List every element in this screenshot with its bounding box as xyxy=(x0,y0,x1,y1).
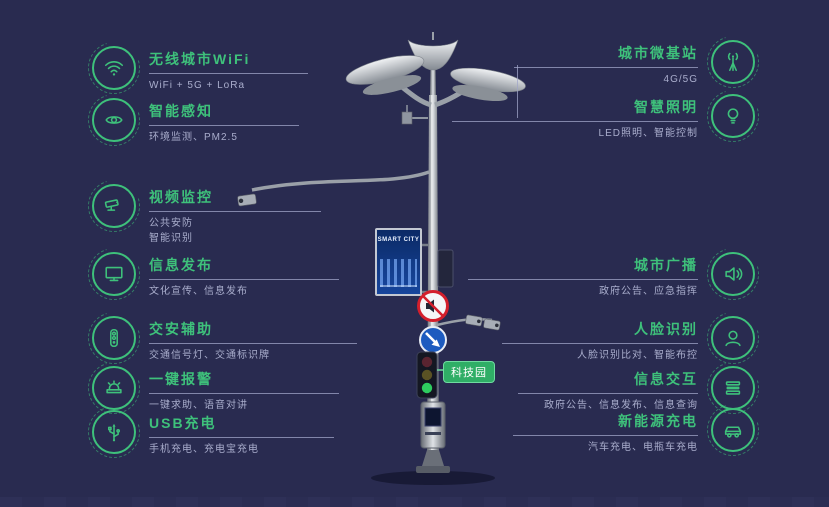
direction-sign xyxy=(419,326,447,354)
feature-micro-base-station: 城市微基站 4G/5G xyxy=(514,40,755,87)
street-pole-illustration xyxy=(237,32,526,485)
feature-city-broadcast: 城市广播 政府公告、应急指挥 xyxy=(468,252,755,299)
feature-subtitle: 交通信号灯、交通标识牌 xyxy=(149,350,270,361)
wifi-icon xyxy=(92,46,136,90)
feature-title: 城市广播 xyxy=(634,257,698,273)
feature-info-interaction: 信息交互 政府公告、信息发布、信息查询 xyxy=(518,366,755,413)
tech-park-badge: 科技园 xyxy=(443,361,495,383)
feature-subtitle: 人脸识别比对、智能布控 xyxy=(577,350,698,361)
feature-subtitle: 公共安防 xyxy=(149,218,193,229)
face-camera-2 xyxy=(483,318,501,331)
traffic-light-icon xyxy=(92,316,136,360)
feature-title: 一键报警 xyxy=(149,371,213,387)
face-camera-1 xyxy=(465,314,483,327)
ground-shadow xyxy=(371,471,495,485)
feature-title: 城市微基站 xyxy=(618,45,698,61)
cctv-arm xyxy=(251,170,430,192)
usb-icon xyxy=(92,410,136,454)
traffic-light xyxy=(416,351,438,399)
feature-title: 交安辅助 xyxy=(149,321,213,337)
display-screen: SMART CITY xyxy=(375,228,422,296)
feature-title: 视频监控 xyxy=(149,189,213,205)
sensor-icon xyxy=(92,98,136,142)
feature-title: 智能感知 xyxy=(149,103,213,119)
feature-one-key-alarm: 一键报警 一键求助、语音对讲 xyxy=(92,366,339,413)
feature-subtitle: WiFi + 5G + LoRa xyxy=(149,80,246,91)
feature-usb-charging: USB充电 手机充电、充电宝充电 xyxy=(92,410,334,457)
screen-icon xyxy=(92,252,136,296)
screen-skyline-graphic xyxy=(380,259,417,287)
feature-title: 智慧照明 xyxy=(634,99,698,115)
feature-title: 信息发布 xyxy=(149,257,213,273)
feature-title: 人脸识别 xyxy=(634,321,698,337)
connector-line xyxy=(517,65,518,118)
charging-station xyxy=(420,401,446,449)
cctv-camera xyxy=(237,193,257,207)
feature-city-wifi: 无线城市WiFi WiFi + 5G + LoRa xyxy=(92,46,308,93)
feature-subtitle: 政府公告、信息发布、信息查询 xyxy=(544,400,698,411)
feature-smart-lighting: 智慧照明 LED照明、智能控制 xyxy=(452,94,755,141)
face-icon xyxy=(711,316,755,360)
feature-subtitle: 政府公告、应急指挥 xyxy=(599,286,698,297)
antenna-icon xyxy=(711,40,755,84)
feature-subtitle: 4G/5G xyxy=(663,74,698,85)
cctv-icon xyxy=(92,184,136,228)
speaker-icon xyxy=(711,252,755,296)
feature-subtitle: 一键求助、语音对讲 xyxy=(149,400,248,411)
feature-smart-sensing: 智能感知 环境监测、PM2.5 xyxy=(92,98,299,145)
feature-subtitle: 手机充电、充电宝充电 xyxy=(149,444,259,455)
feature-title: 新能源充电 xyxy=(618,413,698,429)
feature-subtitle: LED照明、智能控制 xyxy=(598,128,698,139)
feature-subtitle: 环境监测、PM2.5 xyxy=(149,132,238,143)
feature-face-recognition: 人脸识别 人脸识别比对、智能布控 xyxy=(502,316,755,363)
broadcast-speaker-box xyxy=(437,249,454,288)
environment-sensor xyxy=(401,111,413,125)
feature-subtitle: 汽车充电、电瓶车充电 xyxy=(588,442,698,453)
feature-subtitle: 智能识别 xyxy=(149,233,193,244)
feature-ev-charging: 新能源充电 汽车充电、电瓶车充电 xyxy=(513,408,755,455)
feature-title: 信息交互 xyxy=(634,371,698,387)
ev-icon xyxy=(711,408,755,452)
feature-info-publishing: 信息发布 文化宣传、信息发布 xyxy=(92,252,339,299)
no-horn-sign xyxy=(417,290,449,322)
feature-title: USB充电 xyxy=(149,415,217,431)
feature-traffic-assist: 交安辅助 交通信号灯、交通标识牌 xyxy=(92,316,357,363)
alarm-icon xyxy=(92,366,136,410)
feature-video-surveillance: 视频监控 公共安防 智能识别 xyxy=(92,184,321,246)
bulb-icon xyxy=(711,94,755,138)
ground-strip xyxy=(0,497,829,507)
feature-subtitle: 文化宣传、信息发布 xyxy=(149,286,248,297)
pole-base xyxy=(416,450,450,473)
feature-title: 无线城市WiFi xyxy=(149,51,251,67)
screen-title: SMART CITY xyxy=(377,237,420,243)
